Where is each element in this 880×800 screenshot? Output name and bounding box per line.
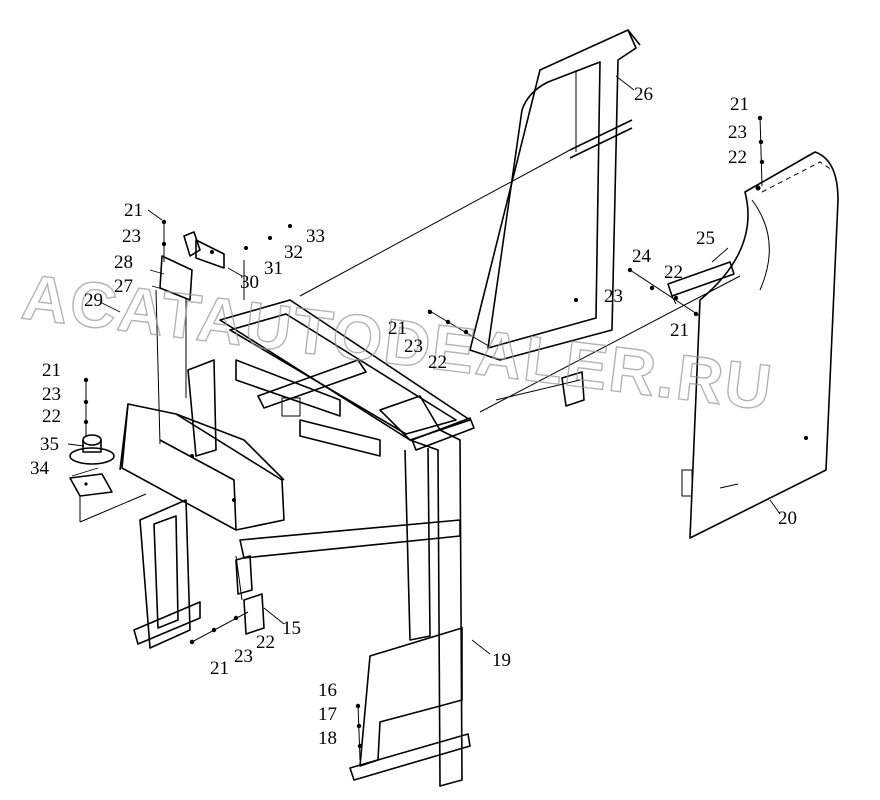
callout-31: 31 (264, 258, 283, 279)
callout-32: 32 (284, 242, 303, 263)
callout-28: 28 (114, 252, 133, 273)
callout-27: 27 (114, 276, 133, 297)
callout-24: 24 (632, 246, 652, 267)
callout-30: 30 (240, 272, 259, 293)
fastener-stack-a (757, 115, 765, 187)
leader-lines (67, 75, 781, 655)
callout-23-b: 23 (122, 226, 141, 247)
part-25-bracket (667, 261, 735, 305)
fastener-stack-g (627, 267, 701, 317)
part-20-side-cover (681, 151, 839, 539)
callout-15: 15 (282, 618, 301, 639)
fastener-stack-c (83, 377, 89, 436)
callout-18: 18 (318, 728, 337, 749)
callout-34: 34 (30, 458, 50, 479)
callout-19: 19 (492, 650, 511, 671)
front-support-structure (119, 397, 301, 531)
callout-16: 16 (318, 680, 337, 701)
part-15-plate (235, 555, 265, 635)
callout-22-f: 22 (256, 632, 275, 653)
fastener-stack-b (161, 219, 167, 262)
callout-20: 20 (778, 508, 797, 529)
callout-21-d: 21 (42, 360, 61, 381)
callout-23-d: 23 (42, 384, 61, 405)
callout-21-e: 21 (670, 320, 689, 341)
fastener-stack-f (355, 703, 363, 761)
callout-17: 17 (318, 704, 337, 725)
callout-25: 25 (696, 228, 715, 249)
callout-23-f: 23 (234, 646, 253, 667)
callout-21-f: 21 (210, 658, 229, 679)
callout-21-a: 21 (730, 94, 749, 115)
callout-22-c: 22 (428, 352, 447, 373)
assembly-lines (79, 149, 741, 523)
callout-labels: 26 21 23 22 25 24 22 23 21 20 21 23 28 2… (30, 84, 797, 749)
callout-21-c: 21 (388, 318, 407, 339)
callout-35: 35 (40, 434, 59, 455)
part-28-hinge (159, 224, 292, 301)
callout-22-d: 22 (42, 406, 61, 427)
part-35-mount (69, 434, 115, 465)
callout-22-e: 22 (664, 262, 683, 283)
callout-26: 26 (634, 84, 653, 105)
callout-29: 29 (84, 290, 103, 311)
callout-23-e: 23 (604, 286, 623, 307)
callout-23-a: 23 (728, 122, 747, 143)
callout-22-a: 22 (728, 147, 747, 168)
fastener-stack-e (189, 611, 249, 645)
callout-33: 33 (306, 226, 325, 247)
callout-23-c: 23 (404, 336, 423, 357)
fastener-stack-d (427, 309, 493, 349)
part-26-window-panel (469, 29, 641, 361)
callout-21-b: 21 (124, 200, 143, 221)
part-19-main-frame (133, 299, 475, 787)
part-34-plate (69, 473, 113, 497)
